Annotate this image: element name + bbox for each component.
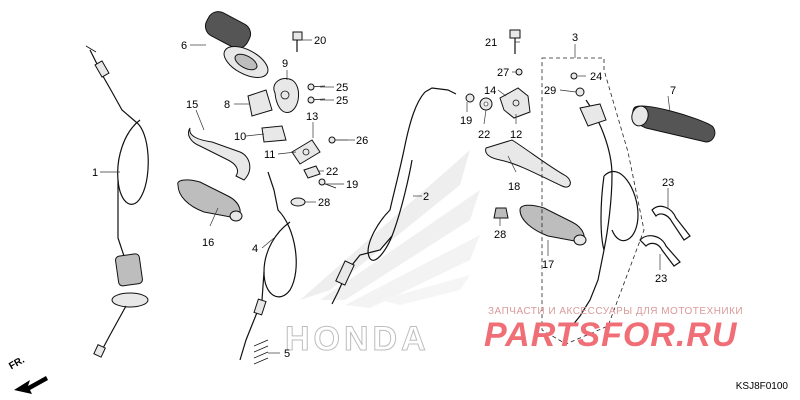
callout-18: 18 [508,181,520,193]
left-lever-guard [177,179,243,222]
right-bracket [499,68,531,119]
honda-wing-background [300,150,480,308]
callout-15: 15 [186,99,198,111]
front-direction-arrow [14,376,48,394]
callout-10: 10 [234,131,246,143]
right-lever-guard [519,204,587,246]
brake-lever [485,139,571,188]
callout-12: 12 [510,129,522,141]
cable-clip-lower [639,235,681,267]
callout-22-left: 22 [326,166,338,178]
callout-28-left: 28 [318,197,330,209]
clutch-lever [187,127,251,181]
callout-4: 4 [252,243,258,255]
callout-29: 29 [544,85,556,97]
watermark-caption: ЗАПЧАСТИ И АКСЕССУАРЫ ДЛЯ МОТОТЕХНИКИ [488,306,744,317]
throttle-housing [273,78,299,113]
bolt-20 [292,31,303,52]
callout-19-right: 19 [460,115,472,127]
callout-2: 2 [423,191,429,203]
return-spring [253,339,269,365]
throttle-housing-right [579,103,607,127]
callout-22-right: 22 [478,129,490,141]
cable-clip-upper [651,205,691,241]
switch-housing [247,89,273,117]
callout-25-upper: 25 [336,82,348,94]
left-grip [204,11,269,78]
right-grip [631,105,716,143]
clutch-cable [239,171,297,361]
callout-9: 9 [282,58,288,70]
callout-8: 8 [224,99,230,111]
bushing-right [493,207,509,219]
callout-21: 21 [485,37,497,49]
throttle-cable-right [571,99,639,327]
callout-16: 16 [202,237,214,249]
callout-27: 27 [497,67,509,79]
callout-23-lower: 23 [655,273,667,285]
honda-background-text: HONDA [285,320,430,358]
throttle-screws [570,72,585,97]
callout-19-left: 19 [346,179,358,191]
bushing-left [290,197,306,207]
throttle-cable [85,45,149,358]
callout-14: 14 [484,85,496,97]
callout-24: 24 [590,71,602,83]
callout-13: 13 [306,111,318,123]
callout-25-lower: 25 [336,95,348,107]
bolt-26 [328,136,348,144]
callout-3: 3 [572,32,578,44]
leader-lines [100,39,671,354]
lever-bracket [291,139,337,189]
callout-23-upper: 23 [662,177,674,189]
callout-28-right: 28 [494,229,506,241]
throttle-assembly-outline [541,57,645,345]
callout-11: 11 [264,149,275,161]
callout-17: 17 [542,259,554,271]
watermark-site: PARTSFOR.RU [484,316,738,354]
bolt-21 [509,29,521,54]
diagram-code: KSJ8F0100 [735,381,788,392]
callout-7: 7 [670,85,676,97]
callout-1: 1 [92,167,98,179]
control-cable [331,87,457,305]
callout-20: 20 [314,35,326,47]
callout-26: 26 [356,135,368,147]
callout-5: 5 [284,348,290,360]
callout-6: 6 [181,40,187,52]
lever-clamp [261,125,287,143]
screws-25 [307,83,326,104]
callout-labels: 1 2 3 4 5 6 7 8 9 10 11 12 13 14 15 16 1… [92,32,676,360]
